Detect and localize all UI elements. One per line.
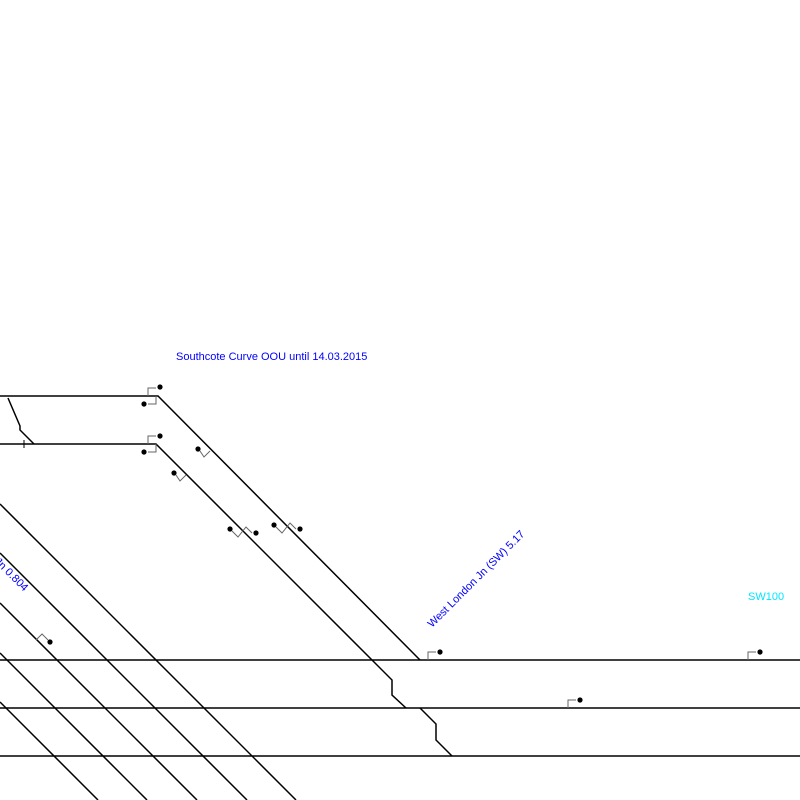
curve-track-upper bbox=[0, 395, 421, 661]
signals bbox=[35, 384, 763, 708]
diagonal-track-2 bbox=[0, 552, 248, 800]
southcote-curve-tracks bbox=[0, 395, 421, 709]
signal-icon[interactable] bbox=[35, 633, 53, 645]
junction-mileage-label: Jn 0.804 bbox=[0, 556, 30, 594]
signal-icon[interactable] bbox=[147, 433, 163, 444]
west-london-jn-label: West London Jn (SW) 5.17 bbox=[426, 528, 528, 630]
crossover-icon[interactable] bbox=[171, 470, 187, 482]
crossover-icon[interactable] bbox=[227, 526, 259, 538]
curve-track-lower bbox=[0, 443, 407, 709]
main-lines bbox=[0, 659, 800, 757]
signal-icon[interactable] bbox=[147, 384, 163, 396]
signal-icon[interactable] bbox=[141, 396, 157, 407]
diagonal-track-4 bbox=[0, 652, 148, 800]
signal-icon[interactable] bbox=[427, 649, 443, 660]
southcote-curve-label: Southcote Curve OOU until 14.03.2015 bbox=[176, 351, 367, 363]
signal-icon[interactable] bbox=[141, 444, 157, 455]
crossovers bbox=[171, 446, 303, 538]
signal-id-label: SW100 bbox=[748, 591, 784, 603]
branch-track-short bbox=[7, 397, 35, 445]
connector-track bbox=[419, 707, 453, 757]
signal-icon[interactable] bbox=[567, 697, 583, 708]
signal-icon[interactable] bbox=[747, 649, 763, 660]
diagonal-tracks bbox=[0, 503, 297, 800]
crossover-icon[interactable] bbox=[271, 522, 303, 534]
diagonal-track-1 bbox=[0, 503, 297, 800]
crossover-icon[interactable] bbox=[195, 446, 211, 458]
diagonal-track-5 bbox=[0, 701, 99, 800]
diagonal-track-3 bbox=[0, 602, 198, 800]
